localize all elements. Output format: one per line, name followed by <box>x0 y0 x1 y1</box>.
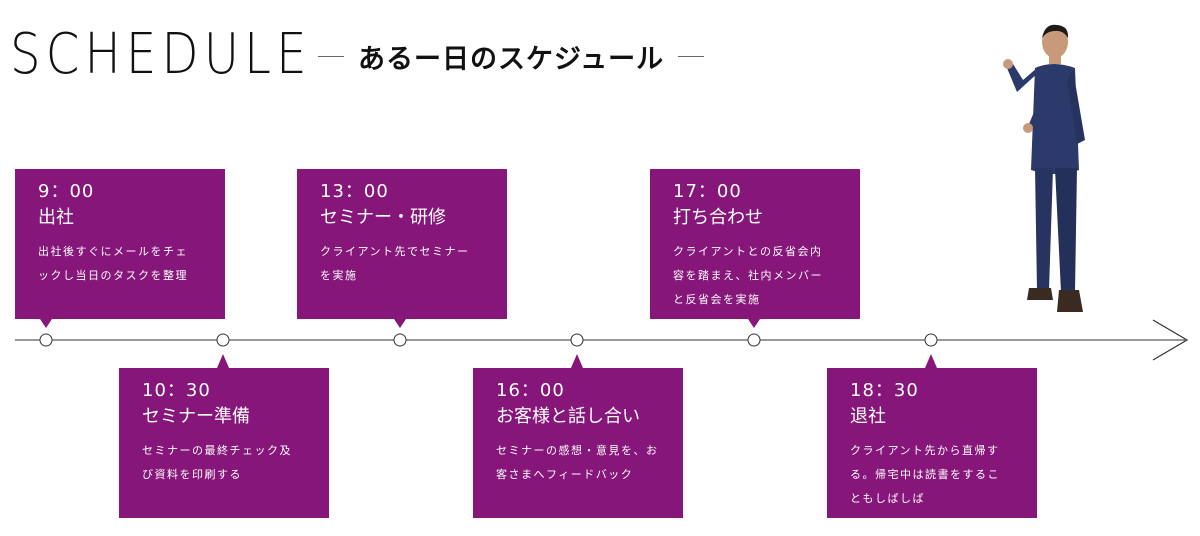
event-desc-line: クライアント先から直帰す <box>850 444 1000 457</box>
timeline-arrowhead <box>1152 319 1189 361</box>
event-desc-line: セミナーの最終チェック及 <box>142 444 292 457</box>
event-label: セミナー準備 <box>142 406 250 427</box>
timeline-node <box>570 333 584 347</box>
event-label: 出社 <box>38 207 74 228</box>
event-desc-line: ともしばしば <box>850 492 925 505</box>
page-title: SCHEDULE <box>10 22 312 87</box>
page-subtitle: あるー日のスケジュール <box>358 43 665 75</box>
event-card-1830: 18：30 退社 クライアント先から直帰す る。帰宅中は読書をするこ ともしばし… <box>827 368 1037 518</box>
event-desc-line: セミナーの感想・意見を、お <box>496 444 659 457</box>
event-card-1700: 17：00 打ち合わせ クライアントとの反省会内 容を踏まえ、社内メンバー と反… <box>650 169 860 319</box>
event-time: 10：30 <box>142 380 211 401</box>
event-desc-line: 容を踏まえ、社内メンバー <box>673 269 823 282</box>
event-desc: セミナーの最終チェック及 び資料を印刷する <box>142 439 311 487</box>
event-desc: 出社後すぐにメールをチェ ックし当日のタスクを整理 <box>38 240 207 288</box>
timeline-node <box>216 333 230 347</box>
event-time: 18：30 <box>850 380 919 401</box>
event-desc-line: を実施 <box>320 269 358 282</box>
card-pointer <box>217 354 229 368</box>
subtitle-rule-right <box>678 55 705 57</box>
event-card-1300: 13：00 セミナー・研修 クライアント先でセミナー を実施 <box>297 169 507 319</box>
card-pointer <box>748 319 760 328</box>
timeline-node <box>924 333 938 347</box>
event-card-1030: 10：30 セミナー準備 セミナーの最終チェック及 び資料を印刷する <box>119 368 329 518</box>
event-desc: セミナーの感想・意見を、お 客さまへフィードバック <box>496 439 665 487</box>
event-label: 打ち合わせ <box>673 207 763 228</box>
event-desc-line: び資料を印刷する <box>142 468 242 481</box>
event-desc-line: る。帰宅中は読書をするこ <box>850 468 1000 481</box>
timeline-node <box>393 333 407 347</box>
event-desc-line: クライアントとの反省会内 <box>673 245 823 258</box>
subtitle-group: あるー日のスケジュール <box>318 36 705 76</box>
event-time: 17：00 <box>673 181 742 202</box>
event-desc-line: と反省会を実施 <box>673 293 761 306</box>
event-card-1600: 16：00 お客様と話し合い セミナーの感想・意見を、お 客さまへフィードバック <box>473 368 683 518</box>
event-label: 退社 <box>850 406 886 427</box>
event-label: セミナー・研修 <box>320 207 446 228</box>
event-label: お客様と話し合い <box>496 406 640 427</box>
event-desc-line: ックし当日のタスクを整理 <box>38 269 188 282</box>
event-desc: クライアント先でセミナー を実施 <box>320 240 489 288</box>
event-desc-line: 客さまへフィードバック <box>496 468 634 481</box>
card-pointer <box>40 319 52 328</box>
event-desc-line: クライアント先でセミナー <box>320 245 470 258</box>
card-pointer <box>394 319 406 328</box>
subtitle-rule-left <box>318 55 344 57</box>
event-time: 16：00 <box>496 380 565 401</box>
event-desc: クライアント先から直帰す る。帰宅中は読書をするこ ともしばしば <box>850 439 1019 511</box>
timeline-node <box>747 333 761 347</box>
event-time: 13：00 <box>320 181 389 202</box>
timeline-node <box>39 333 53 347</box>
card-pointer <box>571 354 583 368</box>
event-desc-line: 出社後すぐにメールをチェ <box>38 245 188 258</box>
event-time: 9：00 <box>38 181 95 202</box>
event-card-0900: 9：00 出社 出社後すぐにメールをチェ ックし当日のタスクを整理 <box>15 169 225 319</box>
card-pointer <box>925 354 937 368</box>
businessman-presenting-icon <box>1003 24 1085 312</box>
event-desc: クライアントとの反省会内 容を踏まえ、社内メンバー と反省会を実施 <box>673 240 842 312</box>
